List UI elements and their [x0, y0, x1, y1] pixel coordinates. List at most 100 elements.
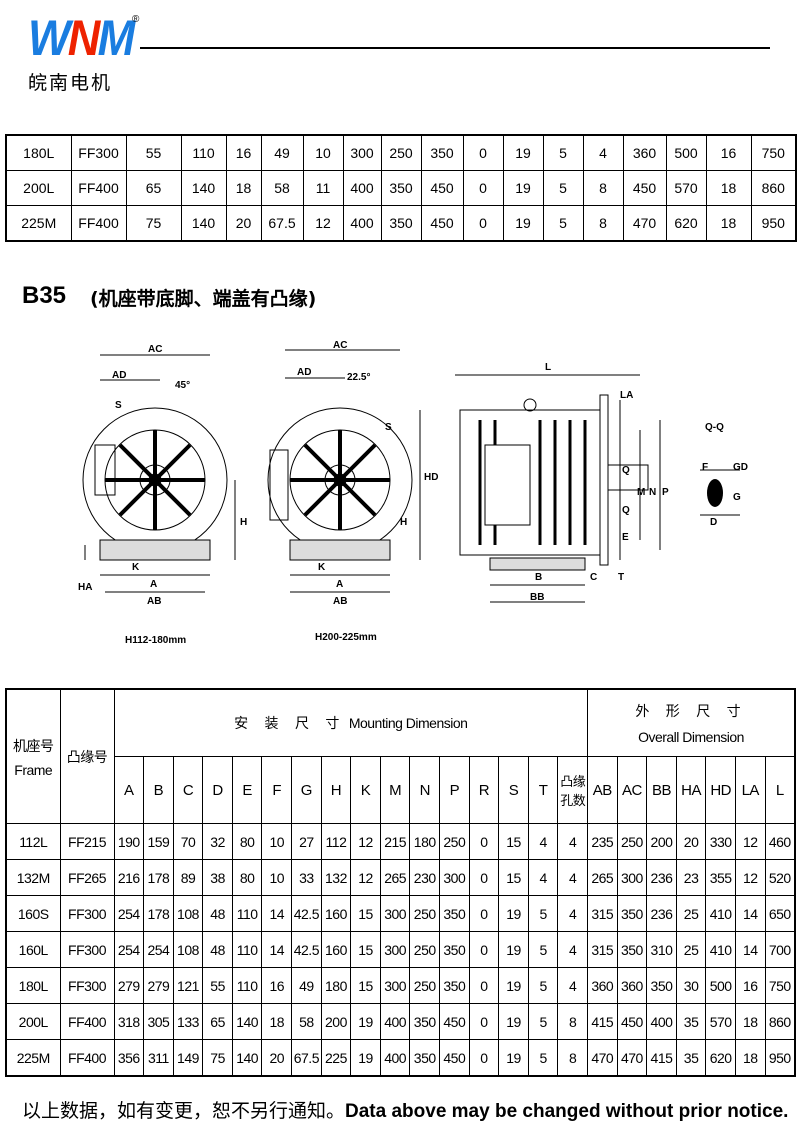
label-ac: AC — [148, 344, 162, 355]
column-header: BB — [646, 756, 677, 824]
table-cell: 160S — [5, 895, 61, 932]
label-a: A — [150, 579, 157, 590]
table-cell: 265 — [379, 859, 411, 896]
table-cell: 12 — [302, 205, 344, 242]
table-cell: 279 — [113, 967, 145, 1004]
caption-h112-180: H112-180mm — [125, 635, 186, 646]
label-k: K — [132, 562, 140, 573]
table-cell: 42.5 — [291, 895, 322, 932]
table-cell: 350 — [439, 967, 470, 1004]
table-cell: 400 — [379, 1003, 411, 1040]
table-cell: 16 — [734, 967, 766, 1004]
table-cell: 470 — [622, 205, 667, 242]
table-cell: 279 — [143, 967, 174, 1004]
column-header: B — [143, 756, 174, 824]
table-cell: 10 — [302, 134, 344, 171]
table-cell: 450 — [616, 1003, 648, 1040]
table-cell: 254 — [113, 931, 145, 968]
table-cell: 20 — [675, 823, 707, 860]
table-cell: 450 — [439, 1003, 470, 1040]
frame-header-cn: 机座号 — [13, 738, 54, 755]
table-cell: 356 — [113, 1039, 145, 1077]
table-cell: 400 — [379, 1039, 411, 1077]
table-cell: 330 — [705, 823, 736, 860]
table-cell: 300 — [379, 931, 411, 968]
table-cell: 5 — [527, 931, 559, 968]
label-f: F — [702, 462, 708, 473]
label-h: H — [400, 517, 407, 528]
table-cell: 190 — [113, 823, 145, 860]
label-q: Q — [622, 505, 630, 516]
table-cell: 180 — [409, 823, 441, 860]
table-cell: 4 — [557, 967, 588, 1004]
table-cell: 215 — [379, 823, 411, 860]
table-cell: 225M — [5, 205, 72, 242]
table-cell: 8 — [582, 170, 624, 206]
table-cell: FF400 — [70, 205, 127, 242]
table-cell: 570 — [665, 170, 707, 206]
column-header: F — [261, 756, 293, 824]
table-cell: 700 — [764, 931, 796, 968]
table-cell: 10 — [261, 823, 293, 860]
table-cell: 4 — [557, 823, 588, 860]
table-cell: 48 — [202, 931, 233, 968]
table-cell: 25 — [675, 931, 707, 968]
table-cell: 410 — [705, 931, 736, 968]
table-cell: 178 — [143, 895, 174, 932]
table-cell: 8 — [582, 205, 624, 242]
logo-letter: W — [28, 10, 70, 66]
table-cell: 350 — [380, 170, 422, 206]
table-cell: 620 — [665, 205, 707, 242]
table-cell: 460 — [764, 823, 796, 860]
label-l: L — [545, 362, 551, 373]
table-cell: 265 — [587, 859, 618, 896]
table-cell: 0 — [462, 134, 504, 171]
label-ab: AB — [333, 596, 347, 607]
table-cell: 315 — [587, 931, 618, 968]
table-cell: 15 — [498, 823, 529, 860]
table-cell: 318 — [113, 1003, 145, 1040]
table-cell: 250 — [409, 967, 441, 1004]
column-header: AC — [616, 756, 648, 824]
table-cell: 200L — [5, 170, 72, 206]
table-cell: 19 — [350, 1003, 381, 1040]
table-cell: 65 — [125, 170, 182, 206]
table-cell: FF300 — [59, 931, 115, 968]
label-b: B — [535, 572, 542, 583]
column-header: D — [202, 756, 233, 824]
table-cell: 58 — [260, 170, 304, 206]
table-cell: 400 — [342, 170, 382, 206]
table-cell: 360 — [587, 967, 618, 1004]
overall-header-en: Overall Dimension — [638, 729, 744, 745]
table-cell: 0 — [462, 170, 504, 206]
logo-letter: N — [67, 10, 101, 66]
column-header: K — [350, 756, 381, 824]
section-subtitle: (机座带底脚、端盖有凸缘) — [90, 288, 317, 310]
table-cell: 110 — [180, 134, 227, 171]
table-cell: 860 — [764, 1003, 796, 1040]
table-cell: 520 — [764, 859, 796, 896]
table-cell: 235 — [587, 823, 618, 860]
table-cell: 112L — [5, 823, 61, 860]
table-cell: 132M — [5, 859, 61, 896]
label-h: H — [240, 517, 247, 528]
table-cell: 350 — [616, 931, 648, 968]
label-e: E — [622, 532, 629, 543]
table-cell: 89 — [172, 859, 204, 896]
column-header: P — [439, 756, 470, 824]
label-qq: Q-Q — [705, 422, 724, 433]
label-la: LA — [620, 390, 633, 401]
table-cell: 19 — [498, 1003, 529, 1040]
table-cell: 236 — [646, 895, 677, 932]
table-cell: 410 — [705, 895, 736, 932]
column-header: E — [231, 756, 263, 824]
side-view — [455, 374, 661, 603]
label-a: A — [336, 579, 343, 590]
table-cell: 360 — [616, 967, 648, 1004]
table-cell: 14 — [261, 895, 293, 932]
